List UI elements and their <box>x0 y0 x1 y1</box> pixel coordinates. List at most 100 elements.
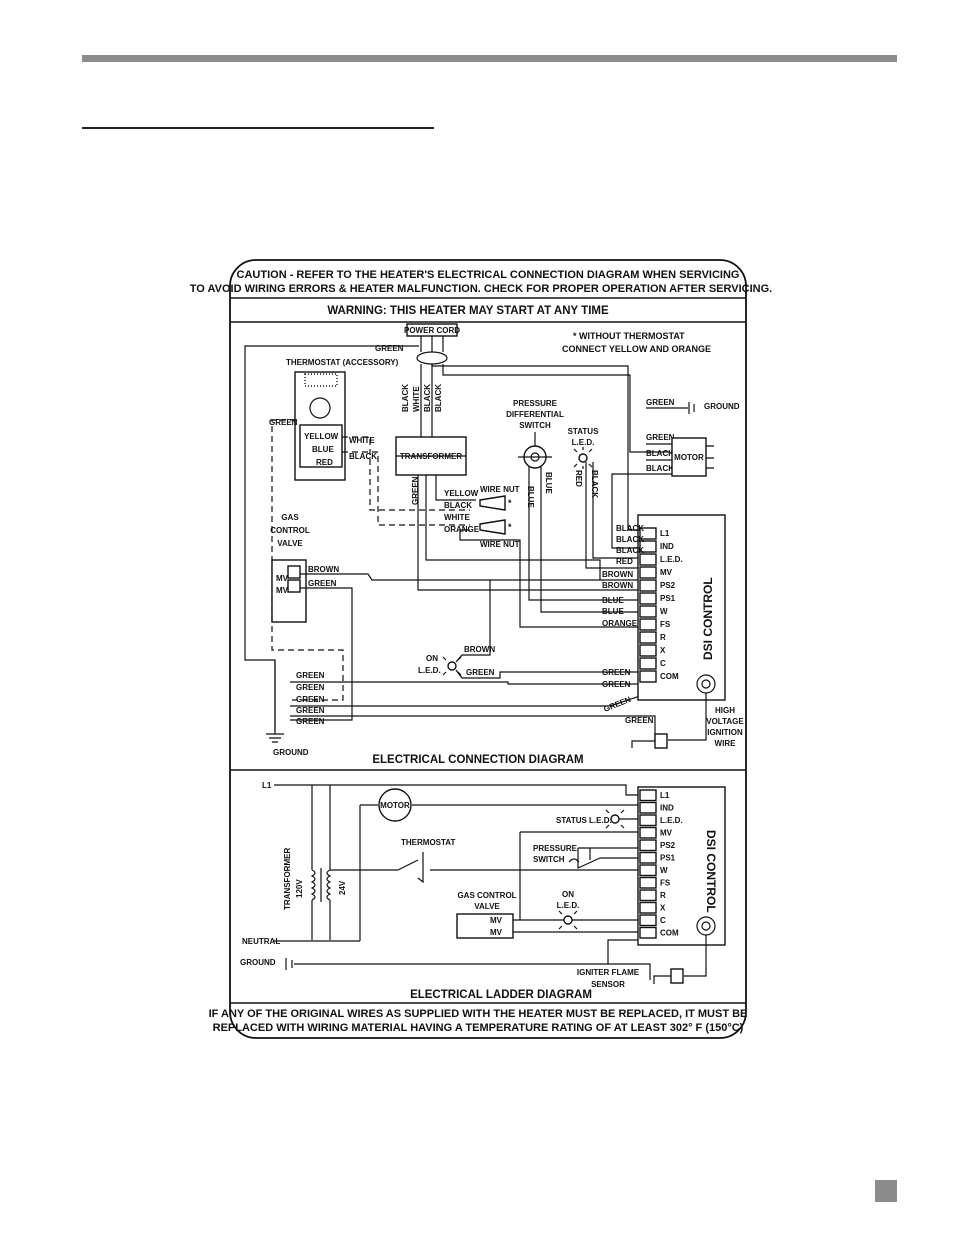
ladder-thermostat-label: THERMOSTAT <box>401 838 455 847</box>
dsi-terminal-slot <box>639 851 657 864</box>
dsi-terminal-slot <box>639 670 657 683</box>
motor-pins <box>706 445 714 469</box>
motor-box <box>671 437 707 477</box>
dsi-terminal-slot <box>639 801 657 814</box>
ground-bottom-label: GROUND <box>273 748 309 757</box>
dsi-terminal-label: MV <box>660 568 673 577</box>
led-red-label: RED <box>574 470 583 487</box>
wire-cord-leads-down <box>420 364 670 453</box>
dsi-terminal-label: COM <box>660 929 679 938</box>
dsi-wire-orange: ORANGE <box>602 619 638 628</box>
wire-nut-1-label: WIRE NUT <box>480 485 520 494</box>
ladder-dsi-label: DSI CONTROL <box>704 830 718 913</box>
ground-top-label: GROUND <box>704 402 740 411</box>
header-rule <box>82 55 897 62</box>
ladder-igniter-label-2: SENSOR <box>591 980 625 989</box>
ladder-l1-drop <box>311 785 331 870</box>
thermo-black-label: BLACK <box>349 452 377 461</box>
dsi-terminal-label: C <box>660 916 666 925</box>
dsi-terminal-slot <box>639 864 657 877</box>
dsi-terminal-slot <box>639 618 657 631</box>
cord-leads <box>420 336 444 352</box>
dsi-terminal-slot <box>639 789 657 802</box>
ladder-igniter-icon <box>670 968 684 984</box>
ground-top-icon <box>688 402 695 414</box>
wire-status-led <box>585 462 640 569</box>
wire-nut-2-star: * <box>508 522 512 532</box>
dsi-terminal-slot <box>639 814 657 827</box>
thermostat-vent <box>304 373 338 387</box>
wire-gas-brown <box>300 573 640 581</box>
gas-valve-mv-2: MV <box>276 586 289 595</box>
onled-green-label: GREEN <box>466 668 495 677</box>
note-line-1: * WITHOUT THERMOSTAT <box>573 331 685 341</box>
ladder-motor-label: MOTOR <box>380 801 410 810</box>
ladder-thermostat-rung <box>360 859 640 871</box>
transformer-label: TRANSFORMER <box>400 452 462 461</box>
bus-green-2: GREEN <box>296 683 325 692</box>
gas-valve-term-2 <box>287 579 301 593</box>
caution-line-1: CAUTION - REFER TO THE HEATER'S ELECTRIC… <box>237 269 740 281</box>
dsi-terminal-slot <box>639 901 657 914</box>
dsi-terminal-slot <box>639 914 657 927</box>
gas-green-label: GREEN <box>308 579 337 588</box>
ps-label-1: PRESSURE <box>513 399 558 408</box>
dsi-wire-red: RED <box>616 557 633 566</box>
ps-label-2: DIFFERENTIAL <box>506 410 564 419</box>
dsi-terminal-slot <box>639 579 657 592</box>
dsi-terminal-label: PS2 <box>660 581 676 590</box>
dsi-terminal-label: X <box>660 904 666 913</box>
ladder-ground-label: GROUND <box>240 958 276 967</box>
dsi-terminal-label: PS2 <box>660 841 676 850</box>
diagram-frame <box>229 259 747 1039</box>
ladder-gas-valve-box <box>456 913 514 939</box>
dsi-terminal-label: L1 <box>660 529 670 538</box>
ladder-hv-wire <box>684 935 707 977</box>
dsi-terminal-slot <box>639 644 657 657</box>
gas-valve-term-1 <box>287 565 301 579</box>
ladder-ground-rail <box>285 939 651 980</box>
thermo-white-label: WHITE <box>349 436 375 445</box>
thermo-terminal-blue: BLUE <box>312 445 334 454</box>
wire-hv-ignition <box>668 693 707 741</box>
ladder-24v-label: 24V <box>338 880 347 895</box>
cord-white: WHITE <box>412 386 421 412</box>
thermostat-label: THERMOSTAT (ACCESSORY) <box>286 358 399 367</box>
motor-green-2: GREEN <box>646 433 675 442</box>
ladder-neutral-rail <box>274 940 361 942</box>
dsi-terminal-slot <box>639 527 657 540</box>
cord-black-1: BLACK <box>401 384 410 412</box>
dsi-terminal-label: W <box>660 607 668 616</box>
wire-transformer-black <box>425 475 601 580</box>
ladder-l1-rail <box>274 784 640 796</box>
ladder-gas-mv-1: MV <box>490 916 503 925</box>
ladder-gas-label-1: GAS CONTROL <box>457 891 516 900</box>
bus-green-3: GREEN <box>296 695 325 704</box>
cord-green-label: GREEN <box>375 344 404 353</box>
ladder-ps-contacts <box>577 847 640 869</box>
dsi-wire-blue-2: BLUE <box>602 607 624 616</box>
status-led-label-2: L.E.D. <box>572 438 595 447</box>
bus-green-5: GREEN <box>296 717 325 726</box>
wire-thermo-black <box>342 451 470 526</box>
motor-black-1: BLACK <box>646 449 674 458</box>
dsi-control-label: DSI CONTROL <box>701 577 715 660</box>
thermo-terminal-yellow: YELLOW <box>304 432 339 441</box>
status-led-icon <box>578 453 588 463</box>
ladder-on-led-icon <box>563 915 573 925</box>
warning-text: WARNING: THIS HEATER MAY START AT ANY TI… <box>327 305 609 317</box>
dsi-terminal-slot <box>639 889 657 902</box>
bus-green-1: GREEN <box>296 671 325 680</box>
footer-line-1: IF ANY OF THE ORIGINAL WIRES AS SUPPLIED… <box>209 1008 748 1020</box>
dsi-terminal-slot <box>639 631 657 644</box>
gas-valve-label-1: GAS <box>281 513 299 522</box>
dsi-terminal-slot <box>639 605 657 618</box>
hv-label-3: IGNITION <box>707 728 743 737</box>
connection-diagram-title: ELECTRICAL CONNECTION DIAGRAM <box>372 754 583 766</box>
dsi-terminal-slot <box>639 540 657 553</box>
ladder-ps-label-2: SWITCH <box>533 855 565 864</box>
ladder-hv-terminal-inner <box>701 921 711 931</box>
ladder-motor-icon <box>378 788 412 822</box>
